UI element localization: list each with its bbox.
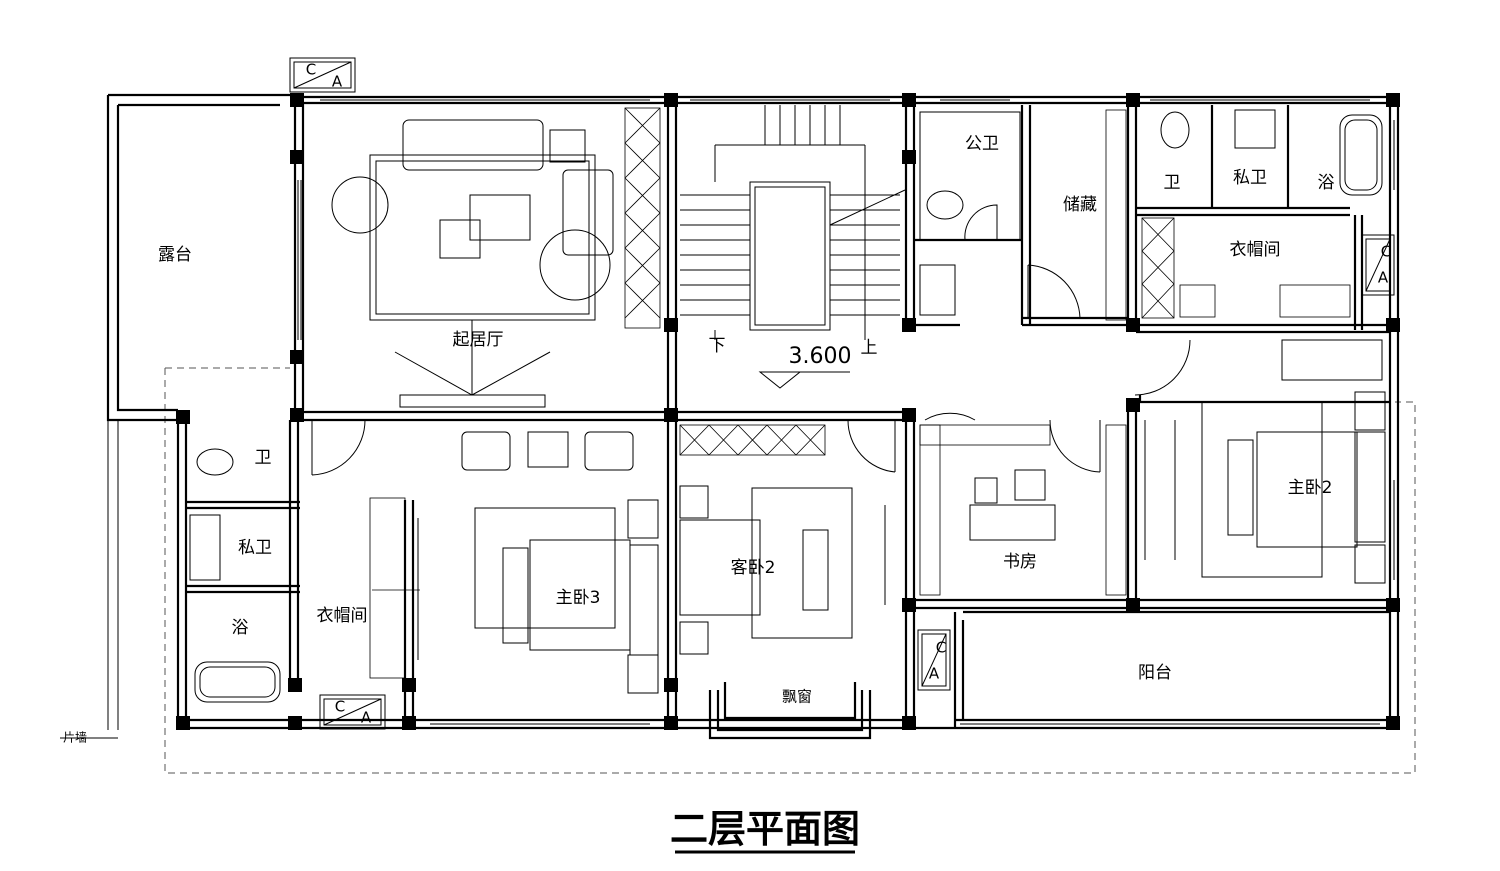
section-a-right: A: [1378, 269, 1389, 287]
room-label-public-wc: 公卫: [965, 134, 999, 154]
section-c-top: C: [306, 61, 316, 79]
room-label-bath-right: 浴: [1318, 173, 1335, 193]
section-c-balcony: C: [936, 639, 946, 657]
label-wing-wall: 片墙: [63, 731, 87, 745]
elevation-label: 3.600: [789, 344, 852, 369]
terrace-outline: [106, 93, 290, 422]
room-label-wc-left: 卫: [255, 448, 272, 468]
bathroom-fixtures: [189, 109, 1383, 703]
room-label-bay-window: 飘窗: [782, 688, 812, 706]
room-label-living: 起居厅: [453, 330, 504, 350]
room-label-private-bath-left: 私卫: [238, 538, 272, 558]
drawing-title: 二层平面图: [670, 807, 860, 851]
room-label-study: 书房: [1003, 552, 1037, 572]
interior-walls: [186, 97, 1398, 728]
section-a-balcony: A: [929, 665, 940, 683]
balcony-outline: [953, 610, 1390, 728]
room-label-wc-right: 卫: [1164, 173, 1181, 193]
cabinets: [369, 107, 1351, 679]
room-label-storage: 储藏: [1063, 195, 1097, 215]
stair-up-label: 上: [861, 338, 878, 358]
room-label-master2: 主卧2: [1288, 478, 1333, 498]
wing-wall-line: [60, 420, 119, 739]
room-label-bath-left: 浴: [232, 618, 249, 638]
doors: [311, 204, 1280, 476]
room-label-guest2: 客卧2: [731, 558, 776, 578]
section-c-bottom: C: [335, 698, 345, 716]
room-label-balcony: 阳台: [1138, 663, 1172, 683]
bay-window: [708, 682, 872, 740]
section-c-right: C: [1381, 243, 1391, 261]
windows: [297, 96, 1395, 725]
room-label-closet-left: 衣帽间: [317, 606, 368, 626]
room-label-terrace: 露台: [158, 245, 192, 265]
section-a-bottom: A: [361, 709, 372, 727]
stair: [680, 105, 906, 389]
section-marks: [289, 57, 1395, 730]
room-label-closet-right: 衣帽间: [1230, 240, 1281, 260]
structural-columns: [176, 93, 1400, 730]
eave-outline: [164, 367, 1416, 774]
room-label-private-bath-right: 私卫: [1233, 168, 1267, 188]
stair-down-label: 下: [709, 336, 726, 356]
room-label-master3: 主卧3: [556, 588, 601, 608]
living-furniture: [331, 119, 614, 408]
section-a-top: A: [332, 73, 343, 91]
bedroom-furniture: [417, 339, 1386, 694]
